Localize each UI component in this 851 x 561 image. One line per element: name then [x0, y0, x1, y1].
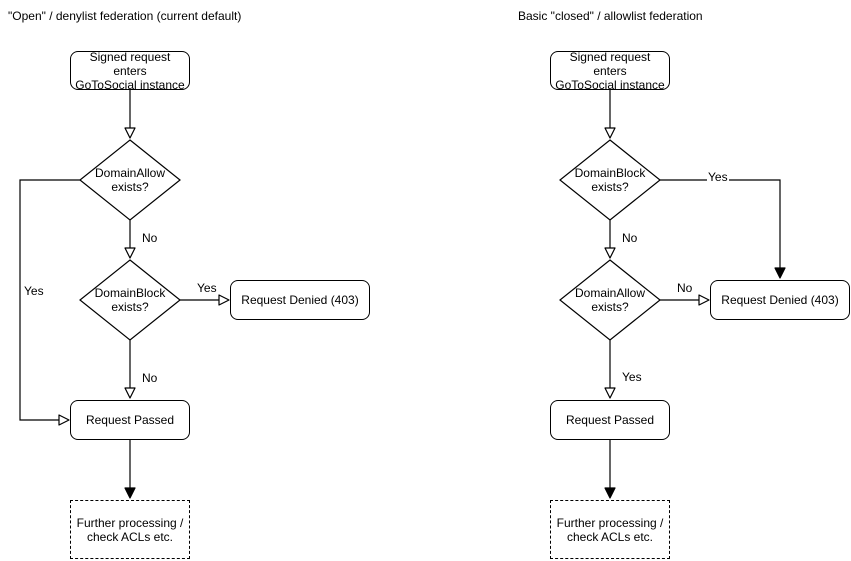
right-decision1-label: DomainBlock exists? [574, 166, 646, 194]
arrowhead-right-decision1-yes [774, 267, 786, 279]
left-further-node: Further processing / check ACLs etc. [70, 500, 190, 559]
right-denied-node: Request Denied (403) [710, 280, 850, 320]
edge-right-decision1-yes [660, 179, 781, 268]
right-decision1-diamond [559, 139, 661, 221]
arrowhead-left-passed-to-further [124, 487, 136, 499]
arrowhead-right-decision1-no [604, 247, 616, 259]
arrowhead-right-start-to-decision1 [604, 127, 616, 139]
right-further-node: Further processing / check ACLs etc. [550, 500, 670, 559]
left-passed-node: Request Passed [70, 400, 190, 440]
right-start-node: Signed request enters GoToSocial instanc… [550, 50, 670, 92]
right-chart-title: Basic "closed" / allowlist federation [518, 9, 703, 23]
arrowhead-right-decision2-no [698, 294, 710, 306]
arrowhead-right-passed-to-further [604, 487, 616, 499]
left-decision1-yes-label: Yes [23, 284, 45, 298]
left-decision1-diamond [79, 139, 181, 221]
arrowhead-left-decision1-yes [58, 414, 70, 426]
arrowhead-right-decision2-yes [604, 387, 616, 399]
right-decision2-label: DomainAllow exists? [574, 286, 646, 314]
right-decision2-no-label: No [676, 281, 694, 295]
right-decision2-diamond [559, 259, 661, 341]
left-start-node: Signed request enters GoToSocial instanc… [70, 50, 190, 92]
right-flowchart-edges [559, 90, 786, 499]
arrowhead-left-decision2-no [124, 387, 136, 399]
right-decision1-no-label: No [621, 231, 639, 245]
left-decision2-yes-label: Yes [196, 281, 218, 295]
left-denied-node: Request Denied (403) [230, 280, 370, 320]
left-decision2-no-label: No [141, 371, 159, 385]
right-decision2-yes-label: Yes [621, 370, 643, 384]
arrowhead-left-start-to-decision1 [124, 127, 136, 139]
left-decision2-label: DomainBlock exists? [94, 286, 166, 314]
left-decision1-no-label: No [141, 231, 159, 245]
arrowhead-left-decision2-yes [218, 294, 230, 306]
arrowhead-left-decision1-no [124, 247, 136, 259]
left-flowchart-edges [19, 90, 230, 499]
left-decision2-diamond [79, 259, 181, 341]
left-chart-title: "Open" / denylist federation (current de… [8, 9, 242, 23]
left-decision1-label: DomainAllow exists? [94, 166, 166, 194]
right-passed-node: Request Passed [550, 400, 670, 440]
right-decision1-yes-label: Yes [707, 170, 729, 184]
edge-left-decision1-yes [19, 179, 80, 421]
